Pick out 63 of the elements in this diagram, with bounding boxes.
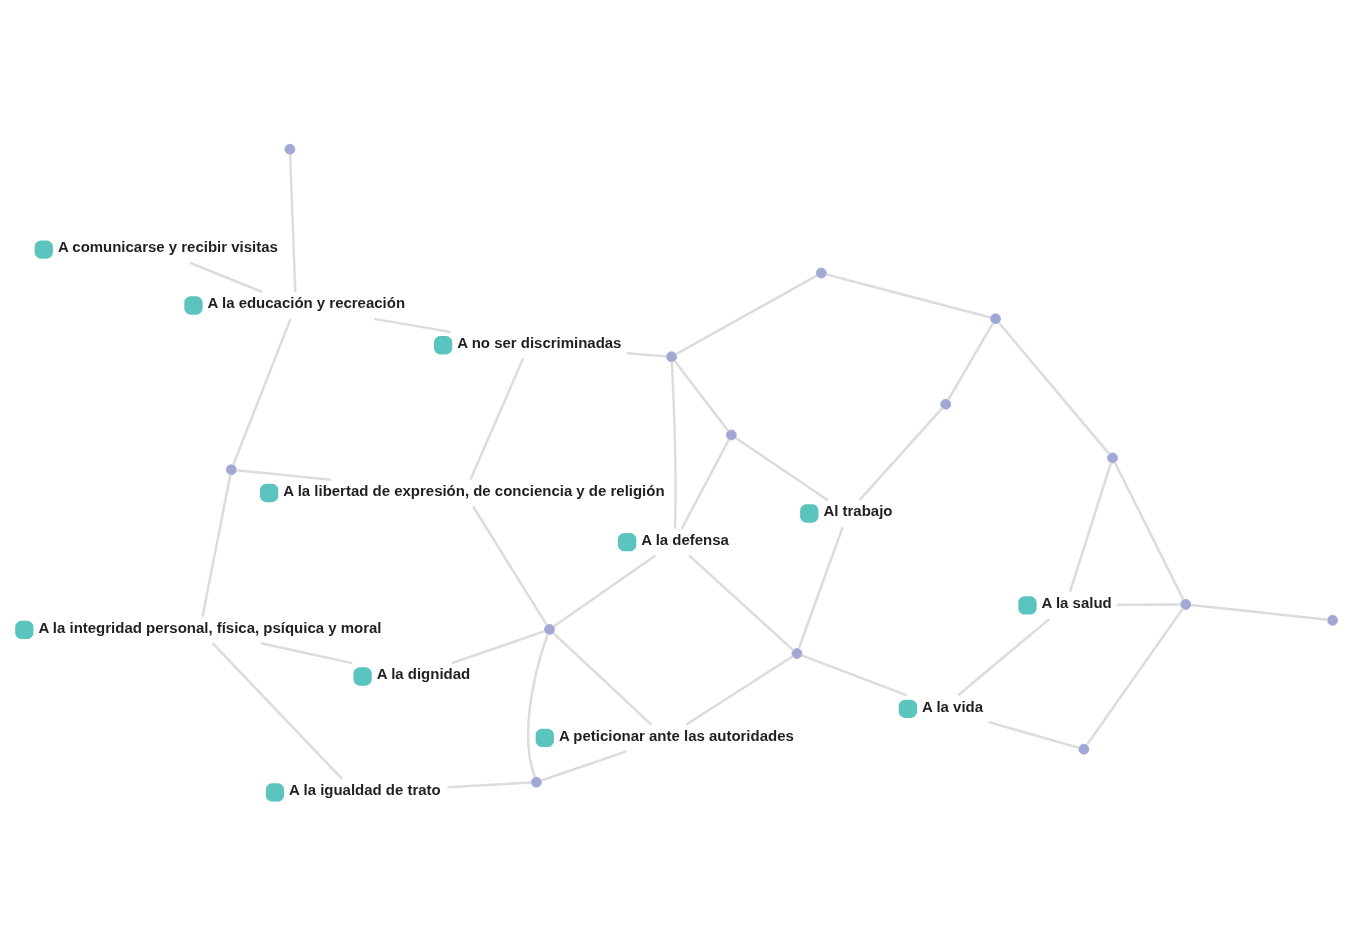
node-circle <box>544 624 555 635</box>
connector <box>825 273 991 319</box>
connector <box>260 642 353 665</box>
node-circle <box>1107 452 1118 464</box>
connector <box>451 629 545 665</box>
connector <box>540 750 627 782</box>
connector <box>1116 603 1181 607</box>
node-circle <box>1078 743 1090 755</box>
node-label: A la igualdad de trato <box>289 781 441 799</box>
connector <box>797 526 844 649</box>
node-label: A la educación y recreación <box>207 294 406 312</box>
node-label: A la dignidad <box>376 665 471 683</box>
node-circle <box>1180 599 1192 610</box>
connector <box>1068 462 1113 593</box>
node-circle <box>531 776 542 788</box>
node-label: Al trabajo <box>823 502 893 520</box>
node-label: A peticionar ante las autoridades <box>558 726 794 744</box>
connector <box>957 617 1051 697</box>
node-circle <box>990 313 1001 325</box>
node-circle <box>284 143 296 155</box>
connector <box>1190 603 1328 621</box>
node-circle <box>791 648 803 659</box>
node-label: A no ser discriminadas <box>457 334 622 352</box>
connector <box>735 437 829 502</box>
node-label: A la integridad personal, física, psíquica y moral <box>38 618 382 636</box>
node-label: A la vida <box>922 697 984 715</box>
connector <box>947 322 995 401</box>
node-circle <box>940 398 952 410</box>
connector <box>552 554 657 628</box>
connector <box>552 632 653 726</box>
connector <box>988 720 1080 750</box>
connector <box>680 439 730 530</box>
connector <box>627 351 667 358</box>
connector <box>688 554 795 652</box>
connector <box>232 318 292 466</box>
node-circle <box>1327 614 1338 626</box>
node-label: A comunicarse y recibir visitas <box>57 238 278 256</box>
connector <box>469 358 525 481</box>
node-circle <box>815 267 827 279</box>
connector <box>201 474 232 617</box>
connector <box>1113 461 1185 601</box>
connector <box>801 654 908 697</box>
connector <box>673 360 730 432</box>
connector <box>447 781 532 789</box>
connector <box>526 633 549 778</box>
connector <box>211 642 343 780</box>
connector <box>858 407 944 501</box>
connector <box>997 322 1111 455</box>
node-label: A la libertad de expresión, de conciencia y de religión <box>283 481 665 499</box>
connector <box>374 317 451 334</box>
connector <box>189 261 263 294</box>
connector <box>675 274 818 356</box>
connector <box>1085 607 1184 746</box>
connector <box>670 361 677 529</box>
node-label: A la defensa <box>641 531 729 549</box>
node-circle <box>225 464 237 476</box>
node-circle <box>666 351 677 363</box>
node-label: A la salud <box>1041 594 1112 612</box>
connector <box>685 655 794 726</box>
connector <box>288 154 297 293</box>
connector <box>472 505 548 626</box>
connector <box>236 468 332 481</box>
node-circle <box>725 429 737 441</box>
